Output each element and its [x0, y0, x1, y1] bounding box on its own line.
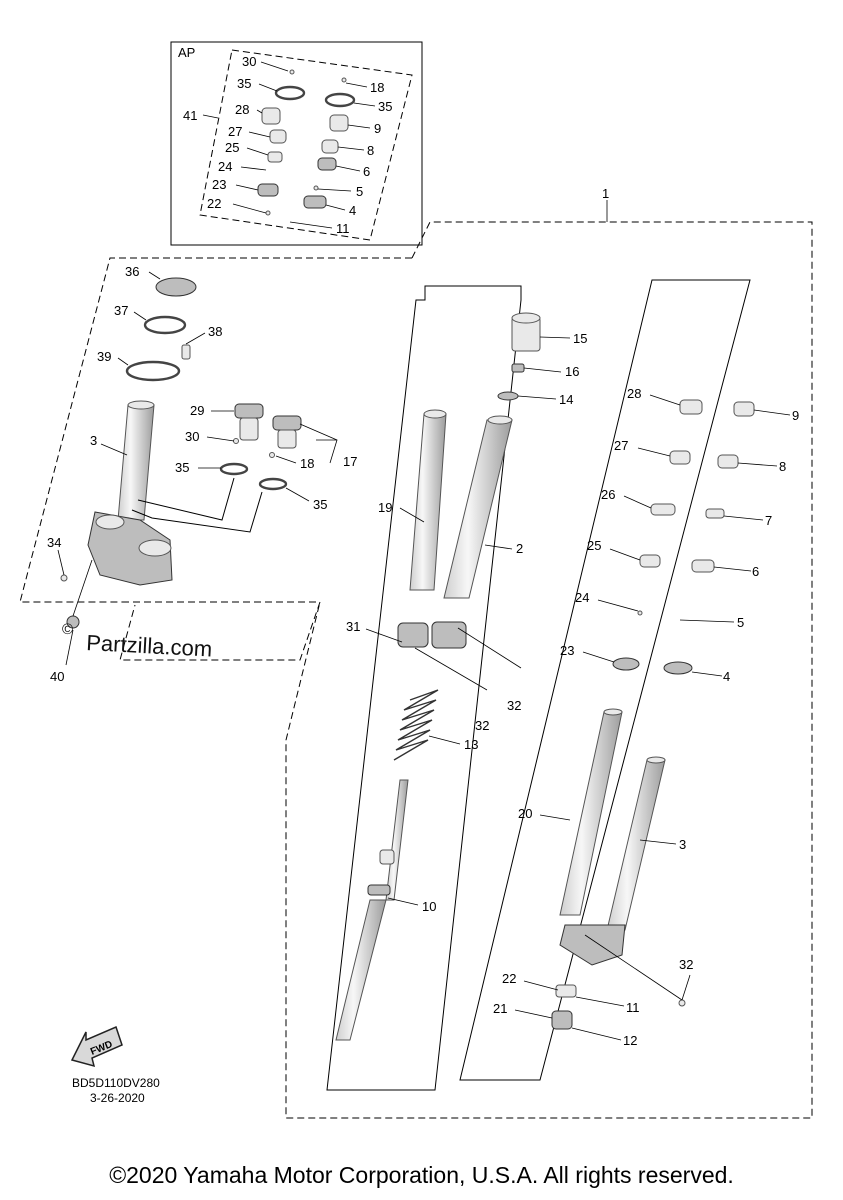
callout-center-19: 19: [378, 500, 392, 515]
callout-ap-4: 4: [349, 203, 356, 218]
callout-left-40: 40: [50, 669, 64, 684]
callout-ap-35b: 35: [378, 99, 392, 114]
callout-right-11: 11: [626, 1000, 640, 1015]
callout-left-37: 37: [114, 303, 128, 318]
callout-ap-9: 9: [374, 121, 381, 136]
drawing-date: 3-26-2020: [90, 1091, 145, 1105]
drawing-code: BD5D110DV280: [72, 1076, 160, 1090]
callout-main-1: 1: [602, 186, 609, 201]
callout-left-34: 34: [47, 535, 61, 550]
ap-box-parts: [202, 61, 376, 229]
callout-ap-5: 5: [356, 184, 363, 199]
callout-right-23: 23: [560, 643, 574, 658]
callout-left-17: 17: [343, 454, 357, 469]
callout-right-7: 7: [765, 513, 772, 528]
callout-center-16: 16: [565, 364, 579, 379]
callout-left-29: 29: [190, 403, 204, 418]
center-fork-group: [326, 285, 571, 1091]
callout-right-5: 5: [737, 615, 744, 630]
watermark-text: Partzilla.com: [86, 630, 213, 662]
callout-center-2: 2: [516, 541, 523, 556]
callout-center-32a: 32: [507, 698, 521, 713]
callout-center-15: 15: [573, 331, 587, 346]
callout-right-3: 3: [679, 837, 686, 852]
callout-left-3: 3: [90, 433, 97, 448]
callout-ap-27: 27: [228, 124, 242, 139]
fwd-arrow-icon: FWD: [70, 1025, 123, 1068]
copyright-circle-icon: ©: [62, 621, 73, 638]
callout-right-24: 24: [575, 590, 589, 605]
callout-ap-11: 11: [336, 221, 350, 236]
main-assembly-outline: [19, 200, 813, 1119]
callout-ap-22: 22: [207, 196, 221, 211]
callout-ap-28: 28: [235, 102, 249, 117]
callout-ap-30: 30: [242, 54, 256, 69]
watermark: © Partzilla.com: [62, 621, 213, 662]
callout-ap-41: 41: [183, 108, 197, 123]
callout-right-8: 8: [779, 459, 786, 474]
callout-center-31: 31: [346, 619, 360, 634]
callout-ap-35a: 35: [237, 76, 251, 91]
callout-left-36: 36: [125, 264, 139, 279]
ap-box-label: AP: [178, 45, 195, 60]
callout-right-32: 32: [679, 957, 693, 972]
callout-ap-18: 18: [370, 80, 384, 95]
callout-right-25: 25: [587, 538, 601, 553]
callout-ap-8: 8: [367, 143, 374, 158]
callout-left-35a: 35: [175, 460, 189, 475]
callout-ap-24: 24: [218, 159, 232, 174]
callout-left-35b: 35: [313, 497, 327, 512]
left-fork-group: [57, 271, 338, 666]
callout-ap-25: 25: [225, 140, 239, 155]
callout-right-6: 6: [752, 564, 759, 579]
callout-right-20: 20: [518, 806, 532, 821]
callout-right-26: 26: [601, 487, 615, 502]
callout-right-12: 12: [623, 1033, 637, 1048]
callout-right-21: 21: [493, 1001, 507, 1016]
callout-right-28: 28: [627, 386, 641, 401]
callout-left-38: 38: [208, 324, 222, 339]
callout-center-10: 10: [422, 899, 436, 914]
callout-ap-6: 6: [363, 164, 370, 179]
callout-right-9: 9: [792, 408, 799, 423]
ap-box: AP: [170, 41, 423, 246]
callout-left-30: 30: [185, 429, 199, 444]
callout-ap-23: 23: [212, 177, 226, 192]
callout-right-4: 4: [723, 669, 730, 684]
callout-center-32b: 32: [475, 718, 489, 733]
callout-center-13: 13: [464, 737, 478, 752]
callout-right-22: 22: [502, 971, 516, 986]
copyright-notice: ©2020 Yamaha Motor Corporation, U.S.A. A…: [109, 1162, 734, 1188]
right-fork-group: [459, 279, 791, 1081]
callout-left-18: 18: [300, 456, 314, 471]
callout-center-14: 14: [559, 392, 573, 407]
callout-right-27: 27: [614, 438, 628, 453]
callout-left-39: 39: [97, 349, 111, 364]
